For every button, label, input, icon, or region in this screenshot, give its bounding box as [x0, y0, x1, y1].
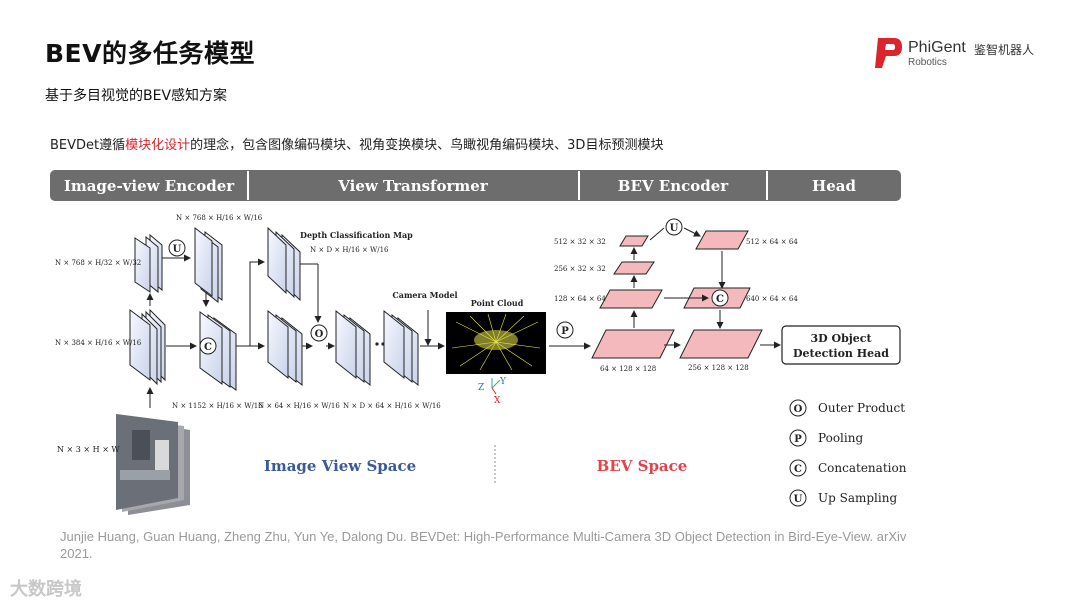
bev-dims-128x64: 128 × 64 × 64 — [554, 295, 606, 303]
head-label-line1: 3D Object — [810, 332, 872, 345]
stage-view-transformer: View Transformer — [337, 177, 489, 195]
detection-head-box: 3D Object Detection Head — [782, 326, 900, 364]
legend-label-outer-product: Outer Product — [818, 401, 905, 415]
legend-symbol-o: O — [794, 404, 803, 415]
backbone-lower-stack — [130, 310, 165, 384]
l2-top-dims-label: N × 768 × H/16 × W/16 — [176, 214, 263, 222]
stage-image-view-encoder: Image-view Encoder — [64, 177, 235, 195]
point-cloud-title: Point Cloud — [471, 298, 524, 308]
depth-map-stack — [268, 228, 300, 300]
input-dims-label: N × 3 × H × W — [57, 445, 120, 454]
axis-x-label: X — [494, 396, 501, 406]
volume-stack-b — [384, 311, 418, 385]
concat-dims-label: N × 1152 × H/16 × W/16 — [172, 402, 263, 410]
context-stack — [268, 311, 302, 385]
stage-head: Head — [812, 177, 856, 195]
bev-plane-512x64 — [696, 231, 748, 249]
axis-y-label: Y — [499, 377, 507, 387]
legend-label-pooling: Pooling — [818, 431, 863, 445]
svg-text:O: O — [315, 329, 324, 340]
svg-text:U: U — [173, 244, 182, 255]
svg-text:C: C — [204, 342, 212, 353]
camera-model-label: Camera Model — [392, 290, 457, 300]
depth-map-title: Depth Classification Map — [300, 230, 413, 240]
bev-plane-256x128 — [680, 330, 762, 358]
stage-header-bar: Image-view Encoder View Transformer BEV … — [50, 170, 901, 201]
bev-plane-256x32 — [614, 262, 654, 274]
bev-plane-512x32 — [620, 236, 648, 246]
bev-plane-64x128 — [592, 330, 674, 358]
legend: O Outer Product P Pooling C Concatenatio… — [790, 400, 907, 506]
head-label-line2: Detection Head — [793, 347, 889, 360]
axes-icon: Z Y X — [478, 377, 507, 406]
volume-dims-label: N × D × 64 × H/16 × W/16 — [343, 402, 441, 410]
depth-dims-label: N × D × H/16 × W/16 — [310, 246, 389, 254]
citation: Junjie Huang, Guan Huang, Zheng Zhu, Yun… — [60, 528, 920, 562]
legend-label-up-sampling: Up Sampling — [818, 491, 897, 505]
l1-dims-label: N × 768 × H/32 × W/32 — [55, 259, 141, 267]
legend-symbol-p: P — [794, 434, 802, 445]
svg-text:U: U — [670, 223, 679, 234]
volume-stack-a — [336, 311, 370, 385]
legend-label-concatenation: Concatenation — [818, 461, 907, 475]
axis-z-label: Z — [478, 383, 484, 393]
svg-text:P: P — [561, 326, 569, 337]
l1b-dims-label: N × 384 × H/16 × W/16 — [55, 339, 142, 347]
bev-dims-256x128: 256 × 128 × 128 — [688, 364, 749, 372]
image-view-space-label: Image View Space — [264, 457, 416, 475]
bev-space-label: BEV Space — [597, 457, 688, 475]
svg-text:C: C — [716, 294, 724, 305]
point-cloud-image — [446, 312, 546, 374]
bev-dims-640x64: 640 × 64 × 64 — [746, 295, 798, 303]
bev-plane-128x64 — [600, 290, 662, 308]
bev-dims-512x32: 512 × 32 × 32 — [554, 238, 606, 246]
bev-dims-64x128: 64 × 128 × 128 — [600, 365, 656, 373]
bev-planes — [592, 231, 762, 358]
legend-symbol-c: C — [794, 464, 802, 475]
context-dims-label: N × 64 × H/16 × W/16 — [258, 402, 340, 410]
legend-symbol-u: U — [794, 494, 803, 505]
bev-dims-256x32: 256 × 32 × 32 — [554, 265, 606, 273]
watermark: 大数跨境 — [10, 575, 82, 601]
upsampled-stack — [195, 228, 222, 302]
input-image-stack: N × 3 × H × W — [57, 414, 190, 515]
stage-bev-encoder: BEV Encoder — [618, 177, 729, 195]
bev-dims-512x64: 512 × 64 × 64 — [746, 238, 798, 246]
